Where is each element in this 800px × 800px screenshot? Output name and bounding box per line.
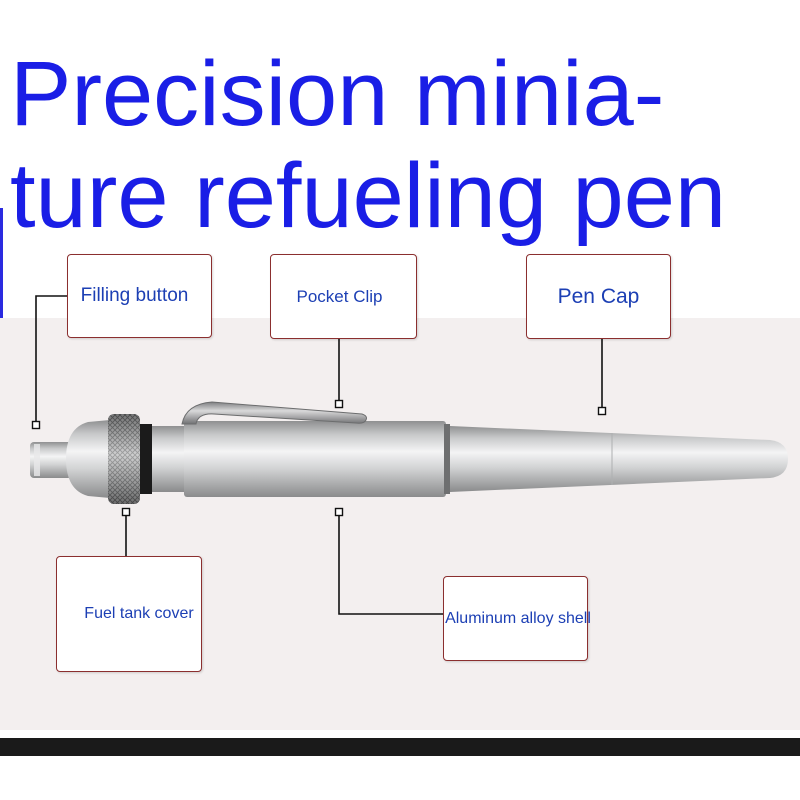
pen-cap-label: Pen Cap	[557, 284, 640, 308]
square-marker-icon	[121, 507, 131, 517]
side-accent-mark	[0, 208, 3, 318]
aluminum-alloy-shell-label: Aluminum alloy shell	[445, 609, 591, 627]
aluminum-alloy-shell-callout: Aluminum alloy shell	[443, 576, 591, 661]
pocket-clip-callout: Pocket Clip	[270, 254, 417, 339]
square-marker-icon	[597, 406, 607, 416]
title-line-1: Precision minia-	[10, 43, 665, 145]
leader-lines	[35, 295, 603, 615]
leader-aluminum-shell	[338, 514, 443, 615]
end-dome	[66, 420, 110, 498]
fuel-tank-cover-callout: Fuel tank cover	[56, 556, 202, 672]
square-marker-icon	[334, 507, 344, 517]
filling-button-callout: Filling button	[67, 254, 212, 338]
pen	[30, 401, 788, 504]
leader-markers	[31, 399, 607, 517]
o-ring	[140, 424, 152, 494]
title-line-2: ture refueling pen	[10, 145, 727, 247]
barrel	[184, 421, 446, 497]
square-marker-icon	[334, 399, 344, 409]
pocket-clip-part	[181, 401, 367, 425]
square-marker-icon	[31, 420, 41, 430]
fuel-tank-cover-label: Fuel tank cover	[84, 605, 194, 622]
filling-button-part	[30, 442, 72, 478]
pocket-clip-label: Pocket Clip	[296, 286, 383, 306]
filling-button-label: Filling button	[80, 285, 189, 306]
pen-cap-part	[450, 426, 788, 492]
pen-cap-callout: Pen Cap	[526, 254, 671, 339]
bottom-divider-bar	[0, 738, 800, 756]
leader-filling-button	[35, 295, 67, 424]
